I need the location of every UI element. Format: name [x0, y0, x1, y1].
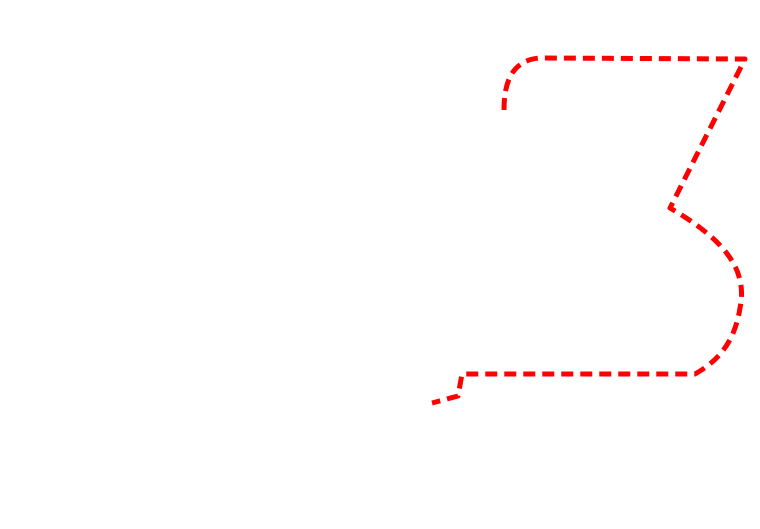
red-dashed-stroke	[431, 55, 748, 406]
